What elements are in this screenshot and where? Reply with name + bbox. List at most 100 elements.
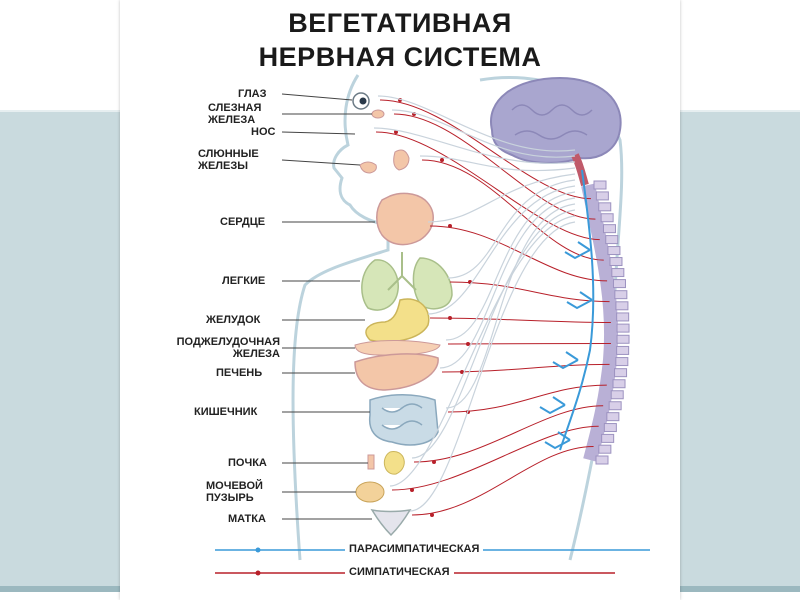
vertebra <box>605 235 619 245</box>
spinal-column <box>581 183 619 462</box>
label-stomach: ЖЕЛУДОК <box>206 314 261 326</box>
legend-dot-sympathetic <box>255 570 261 576</box>
parasympathetic-nerve-fiber <box>427 173 576 223</box>
sympathetic-nerve-fiber <box>447 342 611 345</box>
organ-lungs <box>361 252 453 311</box>
parasympathetic-nerve-fiber <box>391 109 576 158</box>
parasympathetic-plexus <box>539 396 566 415</box>
vertebra <box>601 433 615 443</box>
title-line-2: НЕРВНАЯ СИСТЕМА <box>258 42 542 72</box>
vagus-nerve <box>559 169 595 451</box>
sympathetic-nerve-fiber <box>393 113 596 220</box>
vertebra <box>616 312 630 322</box>
parasympathetic-plexus <box>552 351 579 370</box>
vertebra <box>616 323 630 333</box>
vertebra <box>609 257 623 267</box>
vertebra <box>610 390 624 400</box>
organ-lacrimal-gland <box>371 109 385 119</box>
sympathetic-ganglion-dot <box>448 224 452 228</box>
vertebra <box>595 455 609 465</box>
label-lacrimal-gland: СЛЕЗНАЯ ЖЕЛЕЗА <box>208 102 262 126</box>
parasympathetic-plexus <box>566 291 593 310</box>
parasympathetic-nerve-fiber <box>377 95 576 152</box>
vertebra <box>611 268 625 278</box>
sympathetic-nerve-fiber <box>413 405 604 463</box>
sympathetic-ganglion-dot <box>410 488 414 492</box>
vertebra <box>616 334 630 344</box>
vertebra <box>606 412 620 422</box>
label-heart: СЕРДЦЕ <box>220 216 266 228</box>
parasympathetic-nerve-fiber <box>373 127 576 164</box>
organ-bladder <box>355 481 385 503</box>
vertebra <box>615 301 629 311</box>
sympathetic-nerve-fiber <box>429 317 611 324</box>
parasympathetic-nerve-fiber <box>439 197 576 369</box>
vertebra <box>595 191 609 201</box>
label-intestine: КИШЕЧНИК <box>194 406 258 418</box>
organ-liver <box>354 353 439 391</box>
organ-salivary-glands <box>359 149 410 174</box>
organ-stomach <box>365 298 430 343</box>
sympathetic-nerve-fiber <box>447 384 607 413</box>
parasympathetic-nerve-fiber <box>447 179 576 279</box>
sympathetic-nerve-fiber <box>379 99 591 200</box>
vertebra <box>598 202 612 212</box>
vertebra <box>612 279 626 289</box>
label-pancreas: ПОДЖЕЛУДОЧНАЯ ЖЕЛЕЗА <box>176 336 280 360</box>
label-salivary-glands: СЛЮННЫЕ ЖЕЛЕЗЫ <box>198 148 259 172</box>
sympathetic-nerve-fiber <box>411 446 594 516</box>
nervous-system-diagram <box>215 74 650 576</box>
legend-dot-parasympathetic <box>255 547 261 553</box>
parasympathetic-nerve-fiber <box>427 185 576 315</box>
parasympathetic-plexus <box>564 241 591 260</box>
label-bladder: МОЧЕВОЙ ПУЗЫРЬ <box>206 480 263 504</box>
brain-folds <box>511 104 593 140</box>
organ-pancreas <box>354 340 441 356</box>
organ-intestine <box>368 394 439 446</box>
sympathetic-ganglion-dot <box>440 158 444 162</box>
parasympathetic-nerve-fiber <box>389 215 576 487</box>
vertebra <box>607 246 621 256</box>
label-eye: ГЛАЗ <box>238 88 267 100</box>
legend-parasympathetic-label: ПАРАСИМПАТИЧЕСКАЯ <box>345 543 484 555</box>
sympathetic-ganglion-dot <box>430 513 434 517</box>
sympathetic-ganglion-dot <box>448 316 452 320</box>
vertebra <box>598 444 612 454</box>
vertebra <box>614 368 628 378</box>
sympathetic-nerve-fiber <box>421 159 604 261</box>
label-nose: НОС <box>251 126 276 138</box>
body-outline <box>291 74 390 561</box>
sympathetic-nerve-fiber <box>391 425 599 491</box>
organ-uterus <box>370 508 412 537</box>
organ-eye <box>352 92 370 110</box>
parasympathetic-nerve-fiber <box>445 203 576 409</box>
legend-sympathetic-label: СИМПАТИЧЕСКАЯ <box>345 566 454 578</box>
label-lungs: ЛЕГКИЕ <box>222 275 266 287</box>
label-uterus: МАТКА <box>228 513 266 525</box>
label-liver: ПЕЧЕНЬ <box>216 367 263 379</box>
nerve-fibers <box>373 95 611 517</box>
vertebra <box>603 423 617 433</box>
vertebrae <box>593 180 630 465</box>
parasympathetic-nerve-fiber <box>411 209 576 459</box>
vertebra <box>600 213 614 223</box>
sympathetic-ganglion-dot <box>394 130 398 134</box>
parasympathetic-nerve-fiber <box>409 221 576 512</box>
vertebra <box>612 379 626 389</box>
vertebra <box>616 345 630 355</box>
parasympathetic-nerve-fiber <box>419 155 576 172</box>
organ-heart <box>376 192 434 246</box>
organ-kidney <box>367 451 405 475</box>
vertebra <box>614 290 628 300</box>
sympathetic-nerve-fiber <box>375 131 600 241</box>
slide-card: ВЕГЕТАТИВНАЯ НЕРВНАЯ СИСТЕМА <box>120 0 680 600</box>
title-line-1: ВЕГЕТАТИВНАЯ <box>288 8 512 38</box>
vertebra <box>593 180 607 190</box>
parasympathetic-nerve-fiber <box>445 191 576 341</box>
sympathetic-ganglion-dot <box>460 370 464 374</box>
brain <box>489 76 622 164</box>
sympathetic-ganglion-dot <box>432 460 436 464</box>
vertebra <box>602 224 616 234</box>
label-leader-lines <box>281 93 375 520</box>
vertebra <box>608 401 622 411</box>
